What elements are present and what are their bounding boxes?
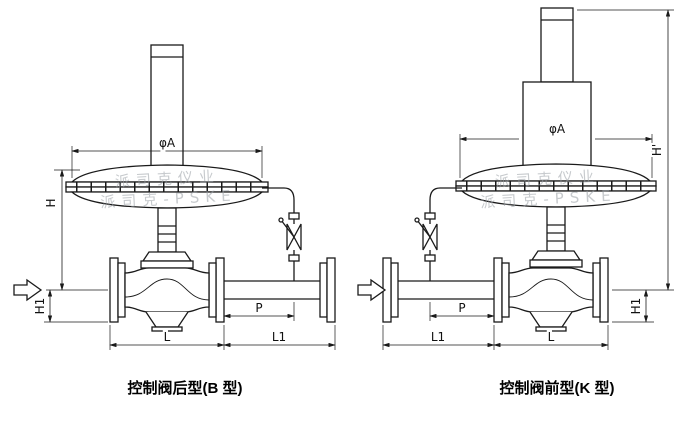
left-valve-body [109,257,225,332]
right-valve-body [493,257,609,332]
right-dim-label-H1: H1 [629,298,643,315]
left-dimension-H: H [42,169,80,291]
right-valve-caption: 控制阀前型(K 型) [500,379,615,397]
left-flow-direction-arrow-icon [13,278,43,302]
right-yoke-and-bonnet [529,206,583,268]
left-dimension-phiA: φA [71,134,263,178]
left-dimension-P: P [223,299,295,321]
right-upstream-pipe [382,257,494,323]
watermark-right-line1: 派司克仪业 [495,167,601,190]
right-dim-label-L: L [548,330,555,344]
right-dimension-H1: H1 [612,289,654,323]
right-dimension-H-prime: H' [577,9,674,291]
left-dimension-L-L1: L L1 [109,325,336,350]
right-dim-label-H-prime: H' [650,144,664,156]
right-impulse-line [414,187,462,281]
right-dimension-P: P [429,299,495,321]
left-valve-caption: 控制阀后型(B 型) [128,379,243,397]
left-dimension-H1: H1 [31,289,108,323]
right-dimension-phiA: φA [459,120,653,178]
right-actuator-stem [522,7,592,169]
left-actuator-stem [150,44,184,168]
left-yoke-and-bonnet [140,207,194,269]
left-dim-label-P: P [255,301,262,315]
left-dim-label-phiA: φA [159,136,176,150]
right-valve-diagram: φA H' H1 P L1 L 控制阀 [357,7,674,397]
right-flow-direction-arrow-icon [357,278,387,302]
left-valve-diagram: φA H H1 P L L1 控制阀后 [13,44,336,397]
left-dim-label-H1: H1 [33,298,47,315]
right-diaphragm-actuator [455,163,657,208]
left-impulse-line [262,187,302,281]
left-dim-label-L: L [164,330,171,344]
left-dim-label-H: H [44,198,58,207]
right-dimension-L1-L: L1 L [382,325,609,350]
right-dim-label-phiA: φA [549,122,566,136]
right-dim-label-P: P [458,301,465,315]
right-dim-label-L1: L1 [431,330,445,344]
left-dim-label-L1: L1 [272,330,286,344]
watermark-right: 派司克仪业 派司克-PSKE [480,167,617,211]
watermark-left-line1: 派司克仪业 [115,167,221,190]
left-downstream-pipe [224,257,336,323]
